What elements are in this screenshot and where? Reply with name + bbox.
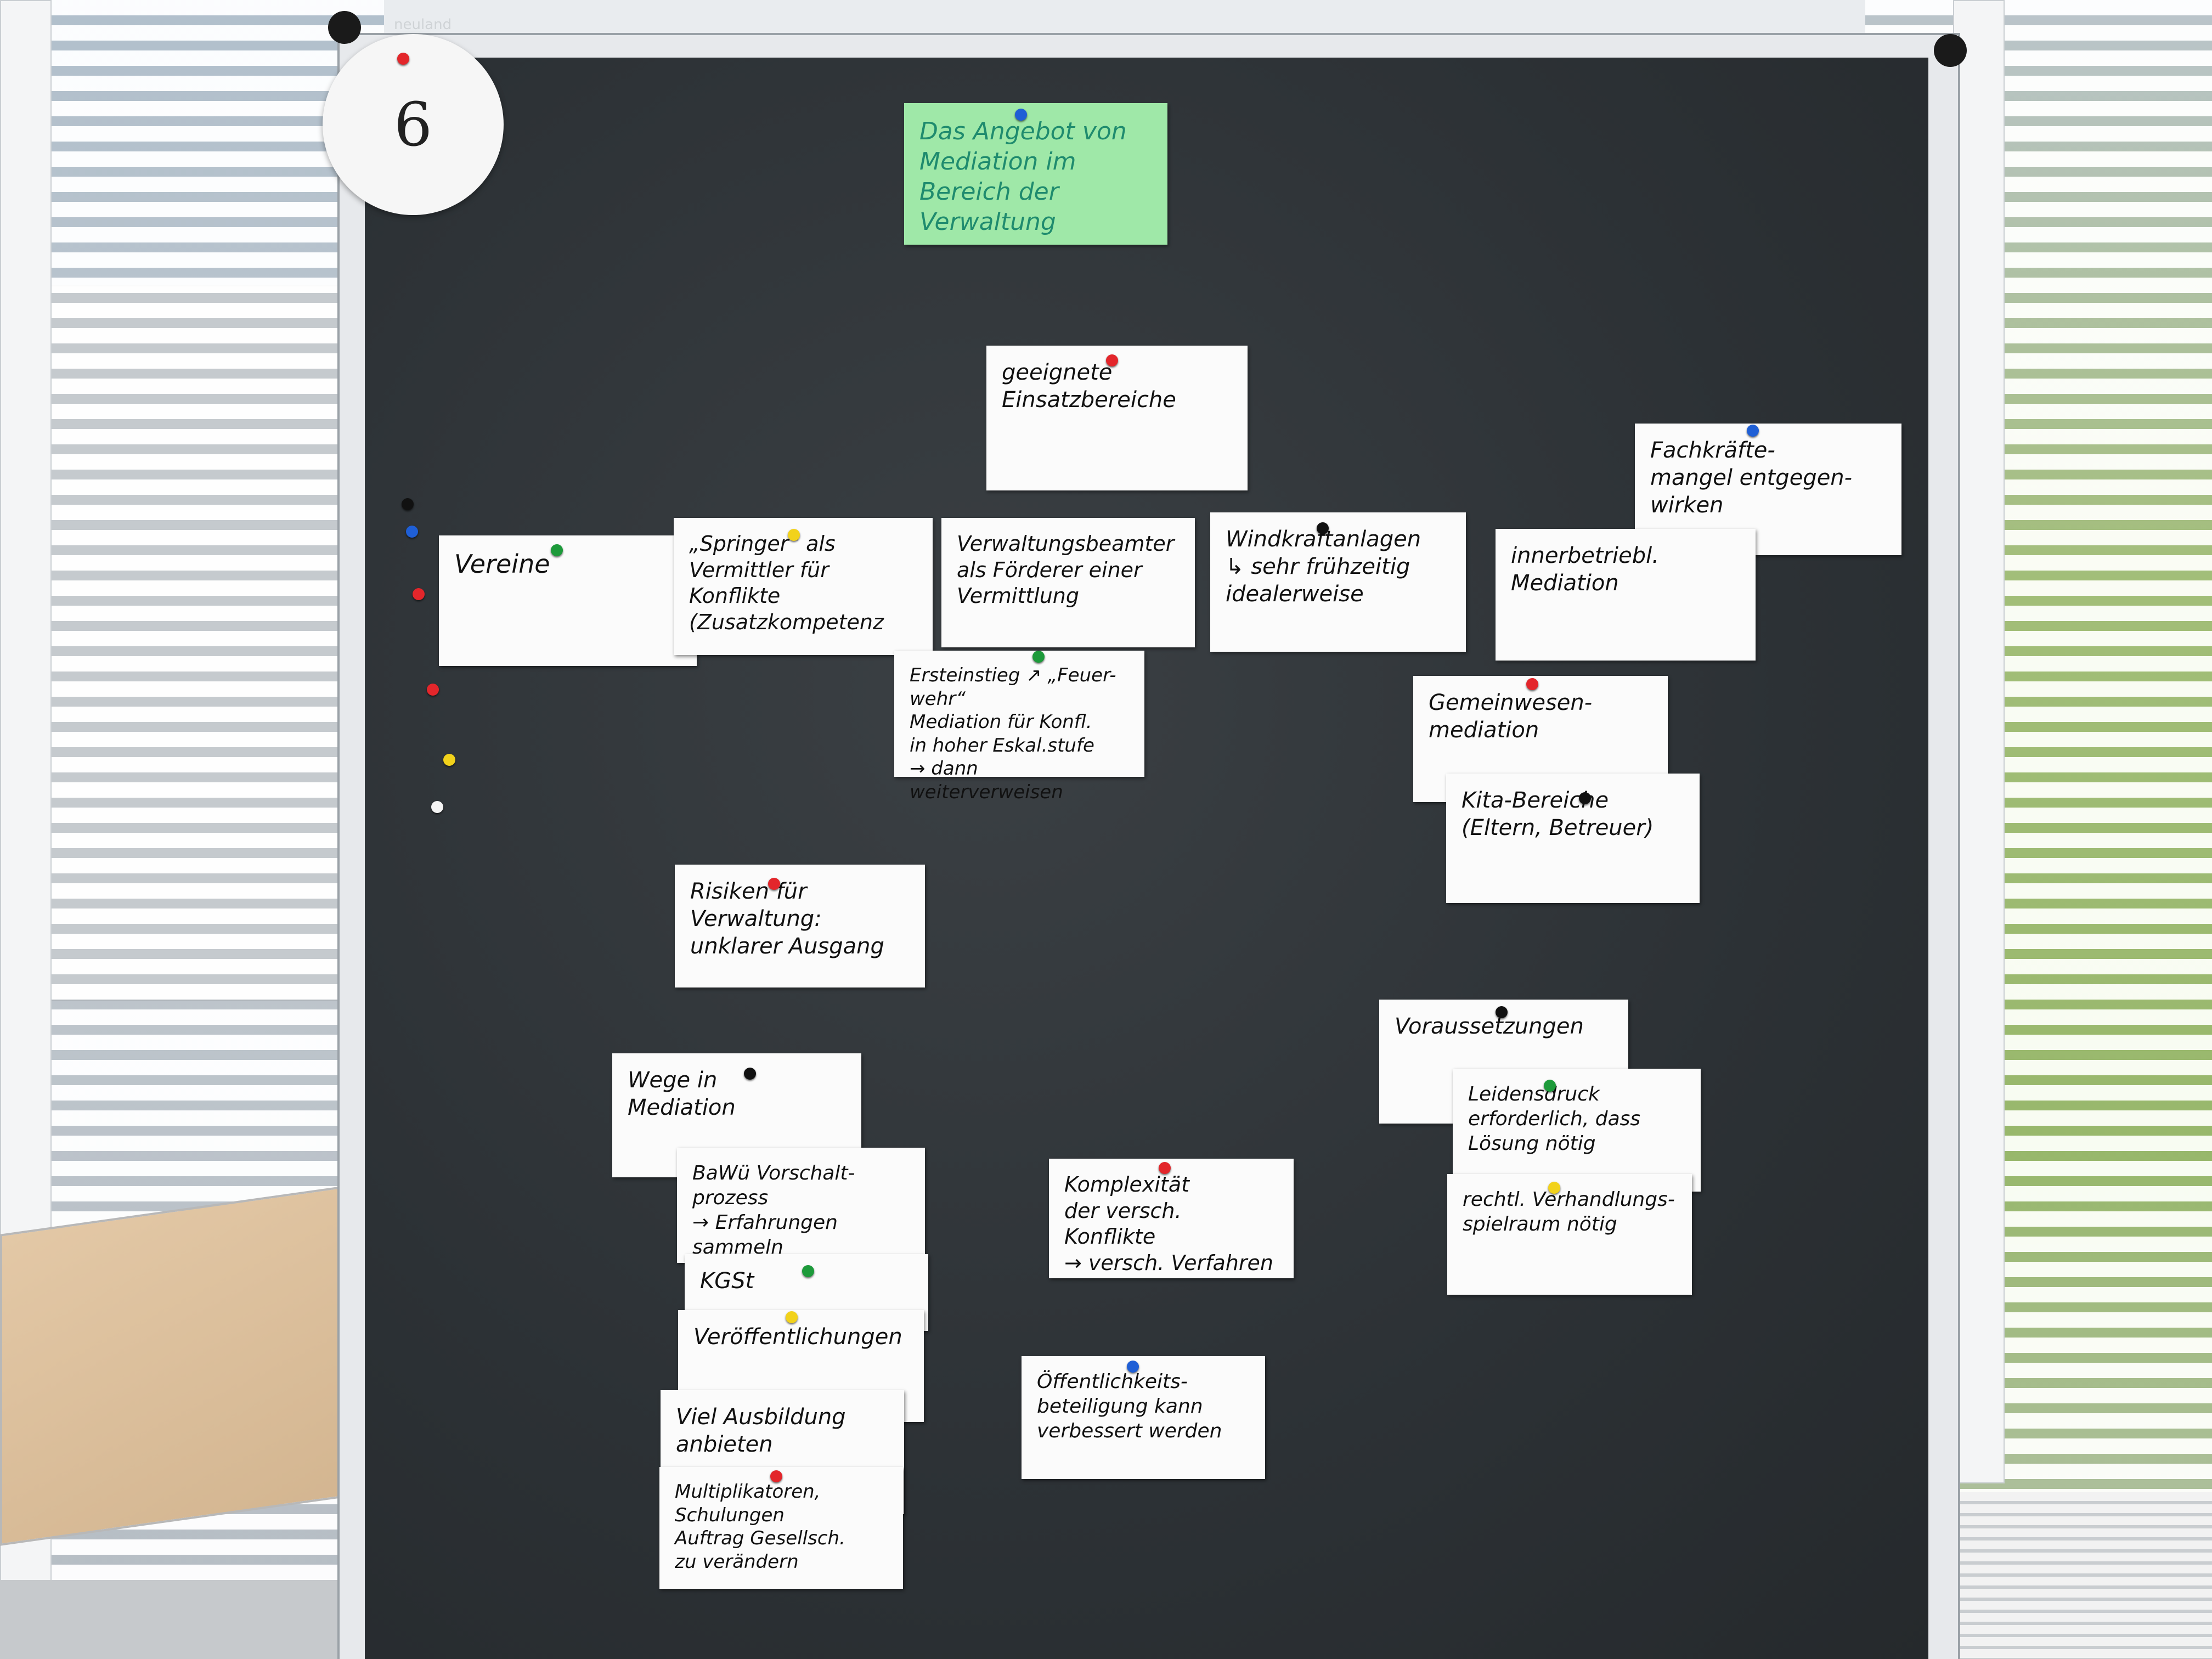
pin-yellow [788,529,800,541]
board-corner-cap-right [1934,34,1967,67]
pin-green [1544,1080,1556,1092]
card-ersteinstieg[interactable]: Ersteinstieg ↗ „Feuer- wehr“ Mediation f… [894,651,1144,803]
card-bawue[interactable]: BaWü Vorschalt- prozess → Erfahrungen sa… [677,1148,925,1263]
card-springer[interactable]: „Springer“ als Vermittler für Konflikte … [674,518,933,655]
card-einsatzbereiche[interactable]: geeignete Einsatzbereiche [986,346,1248,490]
pin-black [744,1068,756,1080]
pin-white [431,801,443,813]
pin-red [397,53,409,65]
pin-yellow [443,754,455,766]
pin-blue [406,526,418,538]
card-multiplikatoren[interactable]: Multiplikatoren, Schulungen Auftrag Gese… [659,1467,903,1589]
pin-yellow [786,1311,798,1323]
pin-blue [1015,109,1027,121]
pin-red [770,1470,782,1482]
pin-red [413,588,425,600]
card-title[interactable]: Das Angebot von Mediation im Bereich der… [904,103,1167,245]
window-frame-right [1953,0,2005,1483]
board-brand-label: neuland [394,16,452,33]
group-number: 6 [394,89,432,160]
card-innerbetriebl[interactable]: innerbetriebl. Mediation [1496,529,1756,661]
card-oeffentlichkeit[interactable]: Öffentlichkeits- beteiligung kann verbes… [1022,1356,1265,1479]
pin-blue [1127,1361,1139,1373]
pin-green [551,544,563,556]
pin-yellow [1548,1182,1560,1194]
pin-black [1317,522,1329,534]
card-verwaltungsbeamter[interactable]: Verwaltungsbeamter als Förderer einer Ve… [941,518,1195,647]
card-windkraft[interactable]: Windkraftanlagen ↳ sehr frühzeitig ideal… [1210,512,1466,652]
pin-black [1496,1006,1508,1018]
card-risiken[interactable]: Risiken für Verwaltung: unklarer Ausgang [675,865,925,988]
card-kita[interactable]: Kita-Bereiche (Eltern, Betreuer) [1446,774,1700,903]
pin-green [802,1265,814,1277]
pin-black [1579,792,1591,804]
board-corner-cap-left [328,11,361,44]
pin-red [427,684,439,696]
pin-green [1032,651,1045,663]
card-fachkraefte[interactable]: Fachkräfte- mangel entgegen- wirken [1635,424,1901,555]
card-vereine[interactable]: Vereine [439,535,697,666]
card-verhandlungsspielraum[interactable]: rechtl. Verhandlungs- spielraum nötig [1447,1174,1692,1295]
pin-red [1106,354,1118,366]
pin-black [402,498,414,510]
pin-blue [1747,425,1759,437]
pin-red [1526,678,1538,690]
card-leidensdruck[interactable]: Leidensdruck erforderlich, dass Lösung n… [1453,1069,1701,1192]
pin-red [1159,1162,1171,1174]
pin-red [768,878,780,890]
floor [0,1580,384,1659]
group-number-disc: 6 [323,34,504,215]
table [0,1180,388,1546]
card-komplexitaet[interactable]: Komplexität der versch. Konflikte → vers… [1049,1159,1294,1278]
